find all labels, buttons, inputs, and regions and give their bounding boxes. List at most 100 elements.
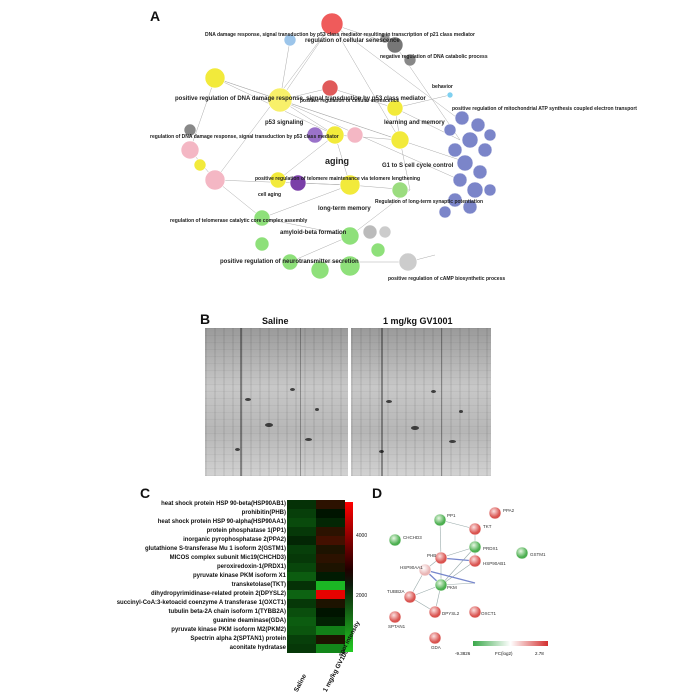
heatmap-cell bbox=[287, 554, 316, 563]
net-label-aging: aging bbox=[325, 156, 349, 166]
heatmap-row-label: glutathione S-transferase Mu 1 isoform 2… bbox=[144, 546, 286, 552]
heatmap-cell bbox=[287, 536, 316, 545]
heatmap-row-labels: heat shock protein HSP 90-beta(HSP90AB1)… bbox=[116, 500, 286, 653]
net-label-g1-s: G1 to S cell cycle control bbox=[382, 163, 454, 169]
heatmap-cell bbox=[316, 644, 345, 653]
ppi-node-gda: GDA bbox=[431, 645, 441, 650]
heatmap-row-label: pyruvate kinase PKM isoform M2(PKM2) bbox=[171, 627, 286, 633]
ppi-node-pp1: PP1 bbox=[447, 513, 456, 518]
heatmap-cell bbox=[287, 572, 316, 581]
heatmap-row-label: Spectrin alpha 2(SPTAN1) protein bbox=[190, 636, 286, 642]
net-label-ltp: Regulation of long-term synaptic potenti… bbox=[375, 199, 483, 205]
ppi-node-tkt: TKT bbox=[483, 524, 492, 529]
gel-label-gv1001: 1 mg/kg GV1001 bbox=[383, 316, 453, 326]
net-label-pos-reg-dna-damage: positive regulation of DNA damage respon… bbox=[175, 96, 427, 102]
heatmap-cell bbox=[287, 518, 316, 527]
heatmap-row-label: MICOS complex subunit Mic19(CHCHD3) bbox=[169, 555, 286, 561]
heatmap-cell bbox=[316, 500, 345, 509]
net-label-neurotransmitter: positive regulation of neurotransmitter … bbox=[220, 259, 359, 265]
heatmap-cell bbox=[287, 527, 316, 536]
net-label-regulation-senescence: regulation of cellular senescence bbox=[305, 38, 400, 44]
enrichment-network: DNA damage response, signal transduction… bbox=[150, 12, 637, 282]
panel-letter-a: A bbox=[150, 8, 161, 24]
heatmap-cell bbox=[316, 536, 345, 545]
heatmap-row-label: peroxiredoxin-1(PRDX1) bbox=[216, 564, 286, 570]
gel-image-gv1001 bbox=[351, 328, 491, 476]
fc-legend-bar bbox=[473, 641, 548, 646]
heatmap-cell bbox=[316, 563, 345, 572]
heatmap-row-label: dihydropyrimidinase-related protein 2(DP… bbox=[150, 591, 286, 597]
heatmap-row-label: protein phosphatase 1(PP1) bbox=[206, 528, 286, 534]
heatmap-cell bbox=[316, 581, 345, 590]
net-label-telomerase: regulation of telomerase catalytic core … bbox=[170, 218, 307, 224]
heatmap-row-label: pyruvate kinase PKM isoform X1 bbox=[192, 573, 286, 579]
heatmap-row-label: heat shock protein HSP 90-alpha(HSP90AA1… bbox=[157, 519, 286, 525]
heatmap-cell bbox=[287, 626, 316, 635]
net-label-behavior: behavior bbox=[432, 84, 453, 90]
heatmap-cell bbox=[287, 581, 316, 590]
net-label-mito-atp: positive regulation of mitochondrial ATP… bbox=[452, 106, 637, 112]
ppi-node-prdx1: PRDX1 bbox=[483, 546, 499, 551]
net-label-camp: positive regulation of cAMP biosynthetic… bbox=[388, 276, 505, 282]
heatmap-cell bbox=[316, 608, 345, 617]
heatmap-row-label: tubulin beta-2A chain isoform 1(TYBB2A) bbox=[168, 609, 286, 615]
heatmap-row-label: aconitate hydratase bbox=[229, 645, 286, 651]
fc-legend-min: -9.3826 bbox=[455, 651, 471, 656]
ppi-network: PP1 PPA2 CHCHD3 TKT PHB HSP90AA1 PRDX1 G… bbox=[387, 506, 548, 656]
heatmap-row-label: prohibitin(PHB) bbox=[241, 510, 286, 516]
net-label-p53-signaling: p53 signaling bbox=[265, 120, 304, 126]
fc-legend-max: 2.78 bbox=[535, 651, 544, 656]
net-label-dna-damage-p21: DNA damage response, signal transduction… bbox=[205, 32, 475, 38]
fc-legend-label: FC(log2) bbox=[495, 651, 513, 656]
heatmap-cell bbox=[287, 608, 316, 617]
gel-image-saline bbox=[205, 328, 348, 476]
panel-letter-d: D bbox=[372, 485, 383, 501]
heatmap-cell bbox=[287, 599, 316, 608]
net-label-dna-catabolic: negative regulation of DNA catabolic pro… bbox=[380, 54, 488, 60]
heatmap-cell bbox=[287, 545, 316, 554]
ppi-node-sptan1: SPTAN1 bbox=[388, 624, 406, 629]
heatmap-cell bbox=[316, 509, 345, 518]
heatmap-cell bbox=[287, 617, 316, 626]
colorbar-tick-low: 2000 bbox=[356, 593, 368, 599]
net-label-learning-memory: learning and memory bbox=[384, 120, 445, 126]
panel-letter-c: C bbox=[140, 485, 151, 501]
heatmap-cell bbox=[316, 635, 345, 644]
heatmap-colorbar bbox=[345, 502, 353, 652]
ppi-node-phb: PHB bbox=[427, 553, 436, 558]
heatmap-cell bbox=[316, 590, 345, 599]
ppi-node-dpysl2: DPYSL2 bbox=[442, 611, 460, 616]
ppi-node-ppa2: PPA2 bbox=[503, 508, 515, 513]
heatmap-cell bbox=[316, 554, 345, 563]
heatmap-cell bbox=[287, 563, 316, 572]
ppi-node-hsp90ab1: HSP90AB1 bbox=[483, 561, 506, 566]
heatmap-row-label: guanine deaminase(GDA) bbox=[212, 618, 286, 624]
net-label-cell-aging: cell aging bbox=[258, 192, 281, 198]
net-label-pos-reg-senescence: positive regulation of cellular senescen… bbox=[300, 98, 399, 104]
heatmap-cell bbox=[316, 599, 345, 608]
heatmap-cell bbox=[316, 518, 345, 527]
heatmap-cell bbox=[316, 617, 345, 626]
ppi-node-tubb2a: TUBB2A bbox=[387, 589, 405, 594]
heatmap-row-label: heat shock protein HSP 90-beta(HSP90AB1) bbox=[161, 501, 286, 507]
heatmap-row-label: succinyl-CoA:3-ketoacid coenzyme A trans… bbox=[116, 600, 286, 606]
heatmap-row-label: transketolase(TKT) bbox=[231, 582, 286, 588]
net-label-reg-dna-damage: regulation of DNA damage response, signa… bbox=[150, 134, 339, 140]
heatmap-cell bbox=[316, 545, 345, 554]
heatmap-cell bbox=[287, 644, 316, 653]
heatmap-cell bbox=[316, 527, 345, 536]
colorbar-tick-high: 4000 bbox=[356, 533, 368, 539]
ppi-node-chchd3: CHCHD3 bbox=[403, 535, 422, 540]
ppi-node-pkm: PKM bbox=[447, 585, 457, 590]
panel-letter-b: B bbox=[200, 311, 211, 327]
ppi-node-gstm1: GSTM1 bbox=[530, 552, 546, 557]
heatmap-cell bbox=[287, 635, 316, 644]
net-label-telomere: positive regulation of telomere maintena… bbox=[255, 176, 420, 182]
heatmap-cell bbox=[287, 590, 316, 599]
ppi-node-oxct1: OXCT1 bbox=[481, 611, 497, 616]
gel-label-saline: Saline bbox=[262, 316, 289, 326]
heatmap-row-label: inorganic pyrophosphatase 2(PPA2) bbox=[183, 537, 286, 543]
heatmap-cell bbox=[287, 509, 316, 518]
heatmap bbox=[287, 500, 345, 653]
heatmap-col-label: Saline bbox=[293, 673, 309, 694]
